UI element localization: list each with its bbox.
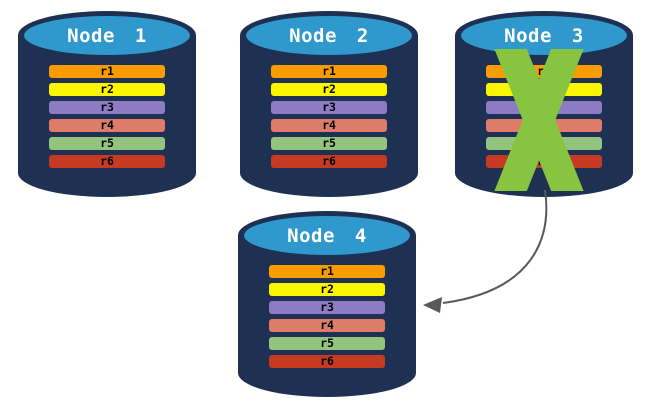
node-title: Node 4: [287, 225, 367, 247]
row-r6: r6: [271, 155, 387, 168]
cylinder-top: [241, 213, 413, 258]
row-r2: r2: [271, 83, 387, 96]
row-r3: r3: [269, 301, 385, 314]
row-r4: r4: [49, 119, 165, 132]
failure-x-icon: [494, 49, 584, 191]
row-r1: r1: [49, 65, 165, 78]
node-4: Node 4 r1 r2 r3 r4 r5 r6: [238, 211, 416, 397]
node-2: Node 2 r1 r2 r3 r4 r5 r6: [240, 11, 418, 197]
row-stack: r1 r2 r3 r4 r5 r6: [269, 265, 385, 368]
row-r1: r1: [271, 65, 387, 78]
row-r4: r4: [271, 119, 387, 132]
cylinder-top: [243, 13, 415, 58]
cylinder-top: [21, 13, 193, 58]
row-r3: r3: [271, 101, 387, 114]
row-stack: r1 r2 r3 r4 r5 r6: [271, 65, 387, 168]
node-title: Node 3: [504, 25, 584, 47]
row-r5: r5: [269, 337, 385, 350]
node-title: Node 2: [289, 25, 369, 47]
row-r6: r6: [269, 355, 385, 368]
cylinder-top: [458, 13, 630, 58]
row-r2: r2: [49, 83, 165, 96]
node-1: Node 1 r1 r2 r3 r4 r5 r6: [18, 11, 196, 197]
row-r5: r5: [271, 137, 387, 150]
node-title: Node 1: [67, 25, 147, 47]
row-r5: r5: [49, 137, 165, 150]
row-r2: r2: [269, 283, 385, 296]
row-r1: r1: [269, 265, 385, 278]
row-r3: r3: [49, 101, 165, 114]
row-r4: r4: [269, 319, 385, 332]
row-r6: r6: [49, 155, 165, 168]
row-stack: r1 r2 r3 r4 r5 r6: [49, 65, 165, 168]
